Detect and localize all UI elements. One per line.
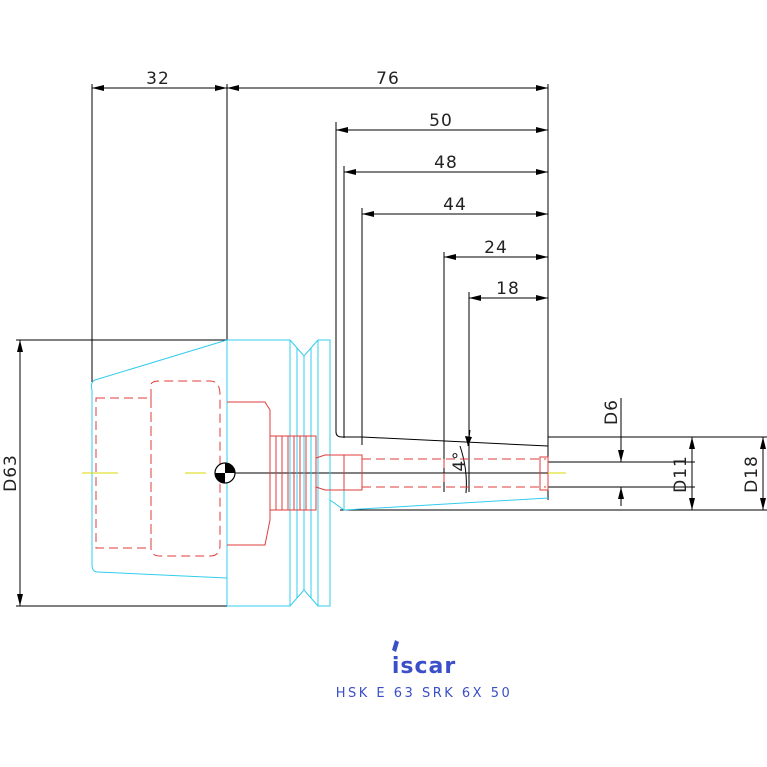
dim-label-d6: D6 [602, 399, 622, 425]
bore-features [95, 380, 549, 557]
dim-label-24: 24 [484, 238, 508, 258]
top-dimensions [92, 85, 548, 301]
dim-label-32: 32 [146, 69, 170, 89]
dim-label-d18: D18 [742, 455, 762, 493]
taper-profile [227, 431, 549, 500]
dim-right [340, 398, 767, 511]
dim-d63 [16, 339, 235, 607]
part-caption: HSK E 63 SRK 6X 50 [336, 686, 513, 701]
gauge-symbol [214, 462, 236, 484]
dim-label-50: 50 [429, 111, 453, 131]
dim-label-44: 44 [443, 195, 467, 215]
extension-lines [91, 84, 549, 500]
dim-label-76: 76 [376, 69, 400, 89]
dim-label-d63: D63 [1, 454, 21, 492]
dim-label-d11: D11 [671, 455, 691, 493]
angle-annotation [459, 429, 472, 494]
dim-label-48: 48 [434, 153, 458, 173]
iscar-logo: iscar [392, 640, 456, 679]
dim-label-18: 18 [496, 279, 520, 299]
dim-label-angle: 4° [450, 450, 470, 471]
holder-outline [90, 339, 549, 607]
logo-text: iscar [392, 654, 456, 679]
